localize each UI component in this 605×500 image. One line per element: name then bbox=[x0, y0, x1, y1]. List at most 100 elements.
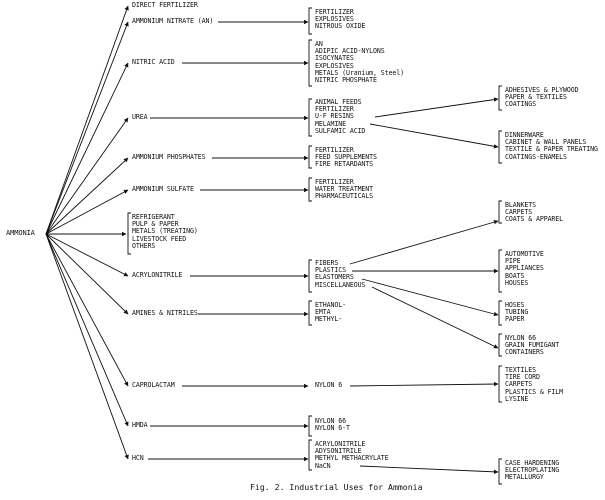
figure-caption: Fig. 2. Industrial Uses for Ammonia bbox=[250, 482, 423, 492]
node-capro-uses: NYLON 6 bbox=[315, 381, 343, 389]
bracket-misc bbox=[127, 212, 131, 255]
edge-root-amines bbox=[45, 233, 129, 315]
plastics-use: PIPE bbox=[505, 257, 521, 266]
edge-root-hcn bbox=[45, 233, 129, 460]
bracket-fibers bbox=[498, 200, 502, 224]
node-acryl-uses: FIBERS PLASTICS ELASTOMERS MISCELLANEOUS bbox=[315, 259, 366, 289]
nylon6-use: TEXTILES bbox=[505, 366, 536, 374]
an-use: EXPLOSIVES bbox=[315, 15, 354, 24]
capro-use: NYLON 6 bbox=[315, 381, 343, 389]
bracket-nylon6 bbox=[498, 365, 502, 403]
node-fibers-uses: BLANKETS CARPETS COATS & APPAREL bbox=[505, 201, 564, 224]
misc-item: LIVESTOCK FEED bbox=[132, 234, 187, 243]
hcn-use: ACRYLONITRILE bbox=[315, 440, 366, 448]
misc-item: OTHERS bbox=[132, 241, 156, 250]
bracket-amines bbox=[308, 300, 312, 326]
node-caprolactam: CAPROLACTAM bbox=[132, 381, 175, 389]
sulf-use: FERTILIZER bbox=[315, 178, 354, 186]
node-nitric-acid: NITRIC ACID bbox=[132, 58, 175, 66]
misc-item: REFRIGERANT bbox=[132, 213, 175, 221]
ufresins-use: COATINGS bbox=[505, 100, 536, 109]
melamine-use: COATINGS-ENAMELS bbox=[505, 152, 567, 161]
edge-root-hmda bbox=[45, 233, 129, 427]
node-hcn-uses: ACRYLONITRILE ADYSONITRILE METHYL METHAC… bbox=[315, 440, 389, 470]
edge-ufresins bbox=[374, 97, 499, 118]
edge-elastomers bbox=[361, 278, 499, 317]
edge-nylon6 bbox=[349, 381, 499, 387]
melamine-use: TEXTILE & PAPER TREATING bbox=[505, 145, 598, 154]
node-acrylonitrile: ACRYLONITRILE bbox=[132, 271, 183, 279]
bracket-melamine bbox=[498, 130, 502, 164]
an-use: FERTILIZER bbox=[315, 8, 354, 16]
node-plastics-uses: AUTOMOTIVE PIPE APPLIANCES BOATS HOUSES bbox=[505, 250, 544, 287]
node-root-ammonia: AMMONIA bbox=[6, 229, 35, 237]
node-misc-uses: REFRIGERANT PULP & PAPER METALS (TREATIN… bbox=[132, 213, 198, 250]
edge-root-phos bbox=[45, 157, 129, 235]
fibers-use: COATS & APPAREL bbox=[505, 215, 564, 224]
acryl-use: MISCELLANEOUS bbox=[315, 280, 366, 289]
plastics-use: BOATS bbox=[505, 271, 525, 280]
edge-root-nitric bbox=[45, 62, 129, 235]
node-hmda: HMDA bbox=[132, 421, 148, 429]
hcn-use: NaCN bbox=[315, 461, 331, 470]
elastomers-use: TUBING bbox=[505, 308, 529, 317]
sulf-use: PHARMACEUTICALS bbox=[315, 192, 374, 201]
amines-use: ETHANOL- bbox=[315, 301, 346, 309]
edge-fibers bbox=[349, 219, 499, 265]
hmda-use: NYLON 6-T bbox=[315, 424, 350, 433]
acryl-use: PLASTICS bbox=[315, 266, 346, 275]
node-ammonium-sulfate: AMMONIUM SULFATE bbox=[132, 185, 194, 193]
node-nitric-uses: AN ADIPIC ACID-NYLONS ISOCYNATES EXPLOSI… bbox=[315, 40, 405, 84]
edge-melamine bbox=[369, 123, 499, 149]
bracket-ufresins bbox=[498, 85, 502, 111]
node-miscellaneous-uses: NYLON 66 GRAIN FUMIGANT CONTAINERS bbox=[505, 334, 560, 357]
node-urea: UREA bbox=[132, 113, 148, 121]
bracket-hcn bbox=[308, 439, 312, 471]
node-amines-nitriles: AMINES & NITRILES bbox=[132, 309, 198, 317]
bracket-plastics bbox=[498, 249, 502, 293]
node-elastomers-uses: HOSES TUBING PAPER bbox=[505, 301, 529, 324]
nitric-use: NITRIC PHOSPHATE bbox=[315, 75, 377, 84]
amines-use: METHYL- bbox=[315, 315, 343, 324]
bracket-nitric bbox=[308, 39, 312, 87]
sulf-use: WATER TREATMENT bbox=[315, 185, 374, 194]
melamine-use: DINNERWARE bbox=[505, 131, 544, 139]
amines-use: EMTA bbox=[315, 308, 331, 317]
nacn-use: METALLURGY bbox=[505, 473, 544, 482]
nylon6-use: TIRE CORD bbox=[505, 373, 540, 382]
node-ammonium-phosphates: AMMONIUM PHOSPHATES bbox=[132, 153, 206, 161]
bracket-acryl bbox=[308, 259, 312, 293]
node-nylon6-uses: TEXTILES TIRE CORD CARPETS PLASTICS & FI… bbox=[505, 366, 563, 403]
hcn-use: ADYSONITRILE bbox=[315, 447, 362, 456]
miscellaneous-use: CONTAINERS bbox=[505, 348, 544, 357]
edge-root-sulf bbox=[45, 189, 129, 235]
misc-item: METALS (TREATING) bbox=[132, 227, 198, 236]
melamine-use: CABINET & WALL PANELS bbox=[505, 138, 587, 147]
nitric-use: METALS (Uranium, Steel) bbox=[315, 68, 405, 77]
acryl-use: FIBERS bbox=[315, 259, 339, 267]
miscellaneous-use: NYLON 66 bbox=[505, 334, 536, 342]
misc-item: PULP & PAPER bbox=[132, 220, 179, 229]
edge-root-acryl bbox=[45, 233, 129, 277]
fibers-use: BLANKETS bbox=[505, 201, 536, 209]
phos-use: FEED SUPPLEMENTS bbox=[315, 153, 377, 162]
urea-use: ANIMAL FEEDS bbox=[315, 98, 362, 106]
edge-root-urea bbox=[45, 117, 129, 235]
miscellaneous-use: GRAIN FUMIGANT bbox=[505, 341, 560, 350]
plastics-use: AUTOMOTIVE bbox=[505, 250, 544, 258]
bracket-sulf bbox=[308, 177, 312, 202]
phos-use: FIRE RETARDANTS bbox=[315, 160, 374, 169]
edge-root-capro bbox=[45, 233, 129, 387]
bracket-an bbox=[308, 7, 312, 35]
urea-use: FERTILIZER bbox=[315, 105, 354, 114]
edge-miscellaneous bbox=[371, 286, 499, 349]
acryl-use: ELASTOMERS bbox=[315, 273, 354, 282]
edge-nacn bbox=[359, 465, 499, 475]
nitric-use: ISOCYNATES bbox=[315, 54, 354, 63]
bracket-hmda bbox=[308, 415, 312, 437]
edge-root-an bbox=[45, 21, 129, 235]
node-phos-uses: FERTILIZER FEED SUPPLEMENTS FIRE RETARDA… bbox=[315, 146, 377, 169]
bracket-nacn bbox=[498, 458, 502, 485]
